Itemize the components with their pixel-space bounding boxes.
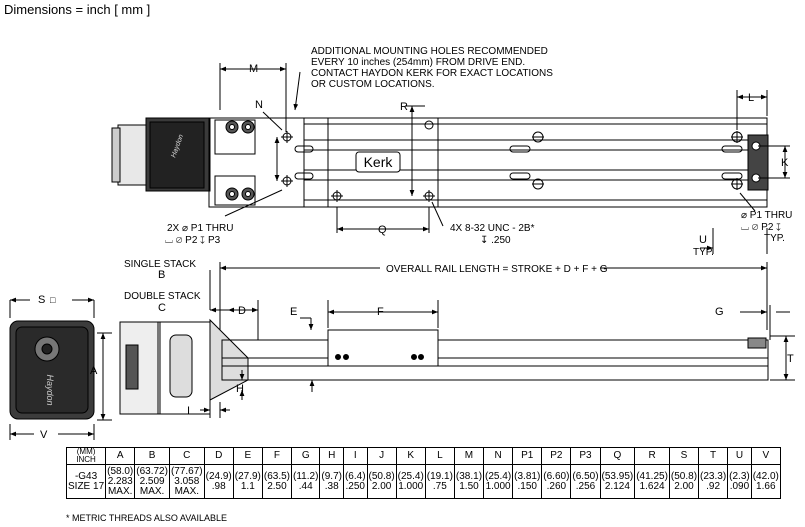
overall-length-label: OVERALL RAIL LENGTH = STROKE + D + F + G bbox=[386, 264, 608, 275]
col-P2: P2 bbox=[541, 447, 572, 465]
kerk-logo: Kerk bbox=[364, 154, 394, 170]
holes-right-line-3: TYP. bbox=[764, 233, 785, 244]
cell-D: (24.9).98 bbox=[203, 464, 234, 499]
metric-footnote: * METRIC THREADS ALSO AVAILABLE bbox=[66, 513, 228, 523]
cell-Q: (53.95)2.124 bbox=[599, 464, 636, 499]
label-F: F bbox=[377, 306, 384, 318]
col-F: F bbox=[261, 447, 293, 465]
label-D: D bbox=[238, 305, 246, 317]
cell-P1: (3.81).150 bbox=[512, 464, 543, 499]
label-G: G bbox=[715, 306, 724, 318]
top-view-labels: M N R Q L K U ADDITIONAL MOUNTING HOLES … bbox=[165, 46, 792, 258]
holes-right-line-1: ⌀ P1 THRU bbox=[741, 210, 792, 221]
cell-M: (38.1)1.50 bbox=[453, 464, 485, 499]
cell-C: (77.67)3.058 MAX. bbox=[168, 464, 205, 499]
col-S: S bbox=[668, 447, 700, 465]
label-N: N bbox=[255, 99, 263, 111]
cell-F: (63.5)2.50 bbox=[261, 464, 293, 499]
col-J: J bbox=[366, 447, 397, 465]
thread-note-line-1: 4X 8-32 UNC - 2B* bbox=[450, 223, 535, 234]
top-view: Haydon Kerk bbox=[111, 63, 790, 254]
col-T: T bbox=[698, 447, 729, 465]
col-B: B bbox=[134, 447, 170, 465]
cell-T: (23.3).92 bbox=[698, 464, 729, 499]
motor-logo-end: Haydon bbox=[45, 374, 55, 405]
col-P3: P3 bbox=[570, 447, 601, 465]
u-typ-label: TYP. bbox=[693, 247, 714, 258]
cell-E: (27.9)1.1 bbox=[232, 464, 263, 499]
single-stack-label: SINGLE STACK bbox=[124, 259, 196, 270]
cell-J: (50.8)2.00 bbox=[366, 464, 397, 499]
label-T: T bbox=[787, 353, 794, 365]
thread-note-line-2: ↧ .250 bbox=[480, 235, 511, 246]
cell-S: (50.8)2.00 bbox=[668, 464, 700, 499]
label-H: H bbox=[236, 383, 244, 395]
col-G: G bbox=[291, 447, 321, 465]
double-stack-label: DOUBLE STACK bbox=[124, 291, 201, 302]
label-L: L bbox=[748, 92, 754, 104]
col-P1: P1 bbox=[512, 447, 543, 465]
cell-H: (9.7).38 bbox=[319, 464, 344, 499]
label-R: R bbox=[400, 101, 408, 113]
end-view: Haydon bbox=[9, 297, 112, 440]
cell-N: (25.4)1.000 bbox=[483, 464, 514, 499]
col-D: D bbox=[203, 447, 234, 465]
unit-header: (MM)INCH bbox=[65, 447, 107, 465]
label-M: M bbox=[249, 63, 258, 75]
holes-left-line-2: ⌴ ⌀ P2 ↧ P3 bbox=[165, 235, 221, 246]
label-V: V bbox=[40, 429, 48, 441]
label-C: C bbox=[158, 302, 166, 314]
label-I: I bbox=[187, 405, 190, 417]
cell-L: (19.1).75 bbox=[424, 464, 455, 499]
cell-K: (25.4)1.000 bbox=[395, 464, 426, 499]
cell-R: (41.25)1.624 bbox=[634, 464, 670, 499]
col-L: L bbox=[424, 447, 455, 465]
cell-G: (11.2).44 bbox=[291, 464, 321, 499]
label-A: A bbox=[90, 365, 98, 377]
holes-right-line-2: ⌴ ⌀ P2 ↧ bbox=[741, 222, 781, 233]
label-K: K bbox=[781, 157, 789, 169]
cell-P2: (6.60).260 bbox=[541, 464, 572, 499]
label-S: S bbox=[38, 294, 45, 306]
label-Q: Q bbox=[378, 224, 387, 236]
col-I: I bbox=[342, 447, 368, 465]
mounting-note-line-3: CONTACT HAYDON KERK FOR EXACT LOCATIONS bbox=[311, 68, 553, 79]
col-E: E bbox=[232, 447, 263, 465]
col-U: U bbox=[727, 447, 752, 465]
col-A: A bbox=[105, 447, 136, 465]
dimension-table: (MM)INCH A B C D E F G H I J K L M N P1 … bbox=[65, 447, 781, 499]
cell-B: (63.72)2.509 MAX. bbox=[134, 464, 170, 499]
col-M: M bbox=[453, 447, 485, 465]
cell-P3: (6.50).256 bbox=[570, 464, 601, 499]
col-H: H bbox=[319, 447, 344, 465]
label-E: E bbox=[290, 306, 297, 318]
col-Q: Q bbox=[599, 447, 636, 465]
label-U: U bbox=[699, 234, 707, 246]
cell-V: (42.0)1.66 bbox=[750, 464, 781, 499]
cell-U: (2.3).090 bbox=[727, 464, 752, 499]
col-C: C bbox=[168, 447, 205, 465]
side-view bbox=[119, 262, 795, 418]
mounting-note-line-1: ADDITIONAL MOUNTING HOLES RECOMMENDED bbox=[311, 46, 548, 57]
cell-I: (6.4).250 bbox=[342, 464, 368, 499]
label-B: B bbox=[158, 269, 165, 281]
mounting-note-line-4: OR CUSTOM LOCATIONS. bbox=[311, 79, 435, 90]
cell-A: (58.0)2.283 MAX. bbox=[105, 464, 136, 499]
col-V: V bbox=[750, 447, 781, 465]
square-symbol: □ bbox=[50, 295, 56, 305]
top-motor: Haydon bbox=[111, 117, 211, 192]
col-K: K bbox=[395, 447, 426, 465]
col-N: N bbox=[483, 447, 514, 465]
holes-left-line-1: 2X ⌀ P1 THRU bbox=[167, 223, 233, 234]
col-R: R bbox=[634, 447, 670, 465]
dimensions-note: Dimensions = inch [ mm ] bbox=[4, 2, 151, 17]
mounting-note-line-2: EVERY 10 inches (254mm) FROM DRIVE END. bbox=[311, 57, 525, 68]
